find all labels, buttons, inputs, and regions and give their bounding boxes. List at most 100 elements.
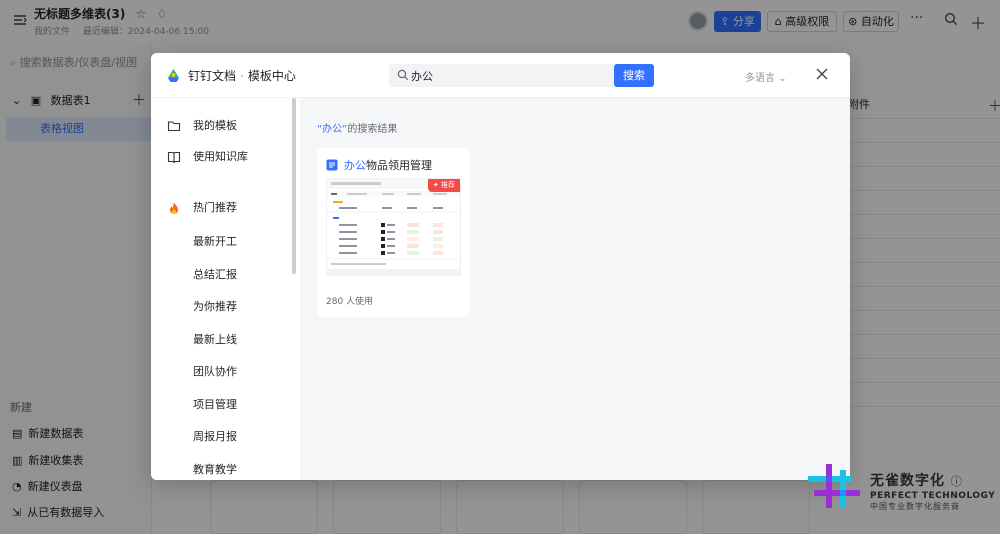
close-icon[interactable] (815, 67, 829, 81)
search-button[interactable]: 搜索 (614, 64, 654, 87)
sidebar-search[interactable]: ⌕ 搜索数据表/仪表盘/视图 (10, 54, 137, 70)
column-header-attachment[interactable]: 附件 (848, 98, 870, 111)
template-preview-graphic (327, 179, 460, 275)
search-results: “办公”的搜索结果 办公物品领用管理 (300, 98, 850, 480)
table-icon: ▤ (12, 427, 23, 440)
fire-icon (170, 202, 178, 214)
watermark: 无雀数字化 ⓘ PERFECT TECHNOLOGY 中国专业数字化服务商 (870, 470, 995, 512)
language-label: 多语言 (745, 73, 775, 84)
automation-button[interactable]: ⊛ 自动化 (843, 11, 899, 32)
folder-icon (167, 121, 181, 132)
category-item[interactable]: 为你推荐 (193, 300, 237, 313)
share-label: 分享 (732, 15, 755, 28)
dashboard-icon: ◔ (12, 480, 22, 493)
result-suffix: 的搜索结果 (347, 124, 398, 135)
nav-label: 使用知识库 (193, 150, 248, 163)
grid-line (848, 166, 1000, 167)
watermark-name-cn: 无雀数字化 ⓘ (870, 470, 995, 490)
more-icon[interactable]: ··· (910, 10, 924, 26)
table-name: 数据表1 (50, 94, 91, 107)
brand-name: 钉钉文档 (188, 69, 237, 83)
template-thumb[interactable] (456, 480, 564, 534)
avatar[interactable] (688, 11, 708, 31)
template-search-input[interactable] (411, 67, 611, 84)
grid-line (848, 382, 1000, 383)
book-icon (167, 151, 181, 164)
template-name: 办公物品领用管理 (344, 157, 432, 173)
nav-my-templates[interactable]: 我的模板 (167, 118, 237, 134)
grid-line (848, 262, 1000, 263)
new-form-action[interactable]: ▥新建收集表 (12, 452, 83, 468)
lock-icon: ⌂ (774, 15, 782, 28)
template-usage-count: 280 人使用 (326, 297, 374, 307)
template-name-rest: 物品领用管理 (366, 159, 432, 172)
brand-separator: · (240, 69, 244, 83)
modal-header: 钉钉文档·模板中心 搜索 多语言 ⌄ (151, 53, 850, 98)
chevron-down-icon: ⌄ (778, 73, 787, 84)
grid-line (848, 406, 1000, 407)
table-template-icon (326, 159, 338, 171)
bell-icon[interactable]: ♢ (156, 7, 168, 21)
template-thumb[interactable] (333, 480, 441, 534)
template-nav: 我的模板 使用知识库 热门推荐 最新开工 总结汇报 为你推荐 最新上线 团队协作… (151, 98, 300, 480)
share-button[interactable]: ⇪ 分享 (714, 11, 761, 32)
category-item[interactable]: 最新开工 (193, 235, 237, 248)
category-item[interactable]: 最新上线 (193, 333, 237, 346)
search-icon[interactable] (944, 12, 958, 26)
chevron-down-icon: ⌄ (12, 94, 22, 107)
add-column-icon[interactable]: ＋ (988, 99, 1000, 115)
view-name: 表格视图 (40, 122, 84, 135)
new-section-label: 新建 (10, 401, 32, 414)
category-item[interactable]: 项目管理 (193, 398, 237, 411)
grid-line (848, 238, 1000, 239)
template-name-highlight: 办公 (344, 159, 366, 172)
grid-line (848, 214, 1000, 215)
import-action[interactable]: ⇲从已有数据导入 (12, 504, 104, 520)
grid-line (848, 334, 1000, 335)
recommend-badge: ✦ 推荐 (427, 179, 460, 192)
result-title: “办公”的搜索结果 (317, 120, 397, 135)
nav-hot[interactable]: 热门推荐 (167, 200, 237, 216)
search-icon (397, 69, 409, 81)
share-icon: ⇪ (720, 15, 730, 28)
permission-button[interactable]: ⌂ 高级权限 (767, 11, 837, 32)
template-card[interactable]: 办公物品领用管理 (317, 148, 470, 317)
template-thumb[interactable] (702, 480, 810, 534)
watermark-logo-icon (808, 464, 860, 508)
result-query: “办公” (317, 124, 348, 135)
doc-owner: 我的文件 (34, 27, 71, 37)
language-select[interactable]: 多语言 ⌄ (745, 69, 787, 84)
template-center-modal: 钉钉文档·模板中心 搜索 多语言 ⌄ 我的模板 使用知识库 (151, 53, 850, 480)
add-icon[interactable]: ＋ (970, 14, 987, 33)
preview-rows (339, 223, 443, 255)
nav-scrollbar[interactable] (292, 98, 296, 274)
star-icon[interactable]: ☆ (135, 7, 147, 21)
new-dashboard-action[interactable]: ◔新建仪表盘 (12, 478, 83, 494)
new-table-label: 新建数据表 (28, 427, 84, 440)
brand: 钉钉文档·模板中心 (188, 67, 296, 84)
category-item[interactable]: 总结汇报 (193, 268, 237, 281)
doc-meta: 我的文件 最近编辑：2024-04-06 15:00 (34, 24, 209, 37)
doc-edited: 最近编辑：2024-04-06 15:00 (82, 27, 209, 37)
menu-icon[interactable] (12, 12, 28, 28)
watermark-name-en: PERFECT TECHNOLOGY (870, 491, 996, 501)
sidebar-view-item[interactable]: 表格视图 (6, 117, 152, 141)
sidebar-table-item[interactable]: ⌄ ▣ 数据表1 (12, 92, 91, 108)
import-label: 从已有数据导入 (27, 506, 105, 519)
watermark-name-cn-text: 无雀数字化 (870, 473, 945, 489)
badge-label: 推荐 (441, 181, 455, 189)
nav-knowledge-base[interactable]: 使用知识库 (167, 149, 248, 165)
dingtalk-docs-logo-icon (168, 69, 179, 82)
help-circle-icon: ⓘ (950, 475, 963, 488)
category-item[interactable]: 教育教学 (193, 463, 237, 476)
category-item[interactable]: 周报月报 (193, 430, 237, 443)
doc-title[interactable]: 无标题多维表(3) (34, 7, 126, 21)
new-table-action[interactable]: ▤ 新建数据表 (12, 425, 83, 441)
watermark-tagline: 中国专业数字化服务商 (870, 502, 960, 511)
table-icon: ▣ (30, 94, 42, 107)
template-thumb[interactable] (210, 480, 318, 534)
add-table-icon[interactable]: ＋ (132, 93, 146, 109)
new-form-label: 新建收集表 (28, 454, 84, 467)
category-item[interactable]: 团队协作 (193, 365, 237, 378)
template-thumb[interactable] (579, 480, 687, 534)
